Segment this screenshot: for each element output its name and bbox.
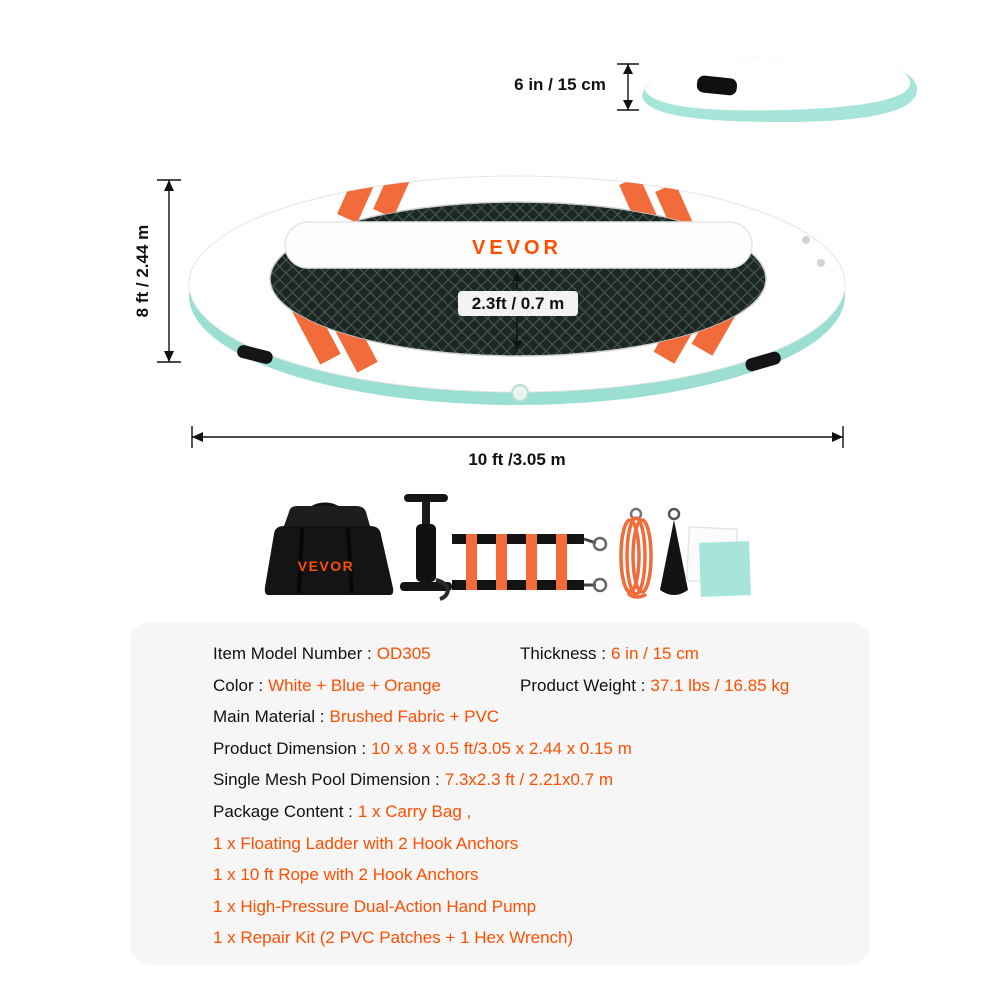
grab-handle-left	[237, 345, 273, 364]
width-dimension	[157, 179, 181, 363]
spec-row: 1 x High-Pressure Dual-Action Hand Pump	[213, 891, 840, 923]
spec-row: 1 x 10 ft Rope with 2 Hook Anchors	[213, 859, 840, 891]
bag-logo: VEVOR	[298, 558, 355, 574]
thickness-label: 6 in / 15 cm	[514, 75, 606, 94]
spec-label: Thickness :	[520, 644, 606, 663]
hook-carabiner	[592, 536, 608, 552]
side-handle	[696, 75, 738, 96]
spec-row: Main Material :Brushed Fabric + PVC	[213, 701, 840, 733]
hook-anchor-icon	[660, 507, 688, 595]
spec-value: White + Blue + Orange	[268, 675, 442, 695]
spec-value: 1 x Floating Ladder with 2 Hook Anchors	[213, 833, 519, 853]
carry-bag-icon: VEVOR	[264, 502, 394, 595]
spec-grid: Item Model Number :OD305 Thickness :6 in…	[213, 638, 840, 701]
spec-value: 1 x 10 ft Rope with 2 Hook Anchors	[213, 865, 479, 885]
spec-row: Single Mesh Pool Dimension :7.3x2.3 ft /…	[213, 764, 840, 796]
spec-value: Brushed Fabric + PVC	[329, 707, 500, 727]
length-label: 10 ft /3.05 m	[468, 450, 566, 469]
brand-logo: VEVOR	[472, 237, 562, 259]
repair-patches-icon	[685, 525, 751, 597]
floating-ladder-icon	[452, 534, 608, 593]
spec-value: OD305	[376, 644, 431, 663]
spec-value: 7.3x2.3 ft / 2.21x0.7 m	[444, 770, 613, 790]
d-ring	[802, 236, 810, 244]
spec-label: Main Material :	[213, 707, 325, 727]
spec-row: Item Model Number :OD305	[213, 638, 520, 670]
spec-label: Color :	[213, 675, 264, 695]
spec-row: Product Weight :37.1 lbs / 16.85 kg	[520, 670, 840, 702]
hand-pump-icon	[400, 494, 452, 601]
spec-value: 10 x 8 x 0.5 ft/3.05 x 2.44 x 0.15 m	[371, 738, 632, 758]
spec-label: Item Model Number :	[213, 644, 372, 663]
grab-handle-right	[745, 351, 781, 372]
spec-row: Product Dimension :10 x 8 x 0.5 ft/3.05 …	[213, 733, 840, 765]
thickness-dimension	[617, 63, 639, 111]
air-valve	[511, 384, 529, 402]
spec-label: Product Dimension :	[213, 738, 367, 758]
hook-carabiner	[592, 577, 608, 593]
spec-label: Product Weight :	[520, 675, 646, 695]
spec-row: Package Content :1 x Carry Bag ,	[213, 796, 840, 828]
mesh-dimension	[512, 272, 522, 350]
spec-value: 1 x Repair Kit (2 PVC Patches + 1 Hex Wr…	[213, 928, 574, 948]
rope-icon	[619, 507, 653, 599]
spec-label: Package Content :	[213, 801, 353, 821]
spec-panel: Item Model Number :OD305 Thickness :6 in…	[130, 622, 870, 965]
spec-lines: Main Material :Brushed Fabric + PVC Prod…	[213, 701, 840, 954]
center-beam	[284, 221, 753, 269]
spec-value: 1 x Carry Bag ,	[357, 801, 472, 821]
d-ring	[817, 259, 825, 267]
spec-label: Single Mesh Pool Dimension :	[213, 770, 440, 790]
dock-side-view	[642, 56, 918, 122]
spec-row: 1 x Floating Ladder with 2 Hook Anchors	[213, 828, 840, 860]
spec-value: 6 in / 15 cm	[610, 644, 699, 663]
spec-value: 1 x High-Pressure Dual-Action Hand Pump	[213, 896, 537, 916]
spec-row: 1 x Repair Kit (2 PVC Patches + 1 Hex Wr…	[213, 922, 840, 954]
spec-row: Color :White + Blue + Orange	[213, 670, 520, 702]
length-dimension	[191, 426, 844, 448]
width-label: 8 ft / 2.44 m	[133, 224, 152, 318]
mesh-pool-width-label: 2.3ft / 0.7 m	[458, 291, 578, 316]
spec-row: Thickness :6 in / 15 cm	[520, 638, 840, 670]
spec-value: 37.1 lbs / 16.85 kg	[650, 675, 790, 695]
